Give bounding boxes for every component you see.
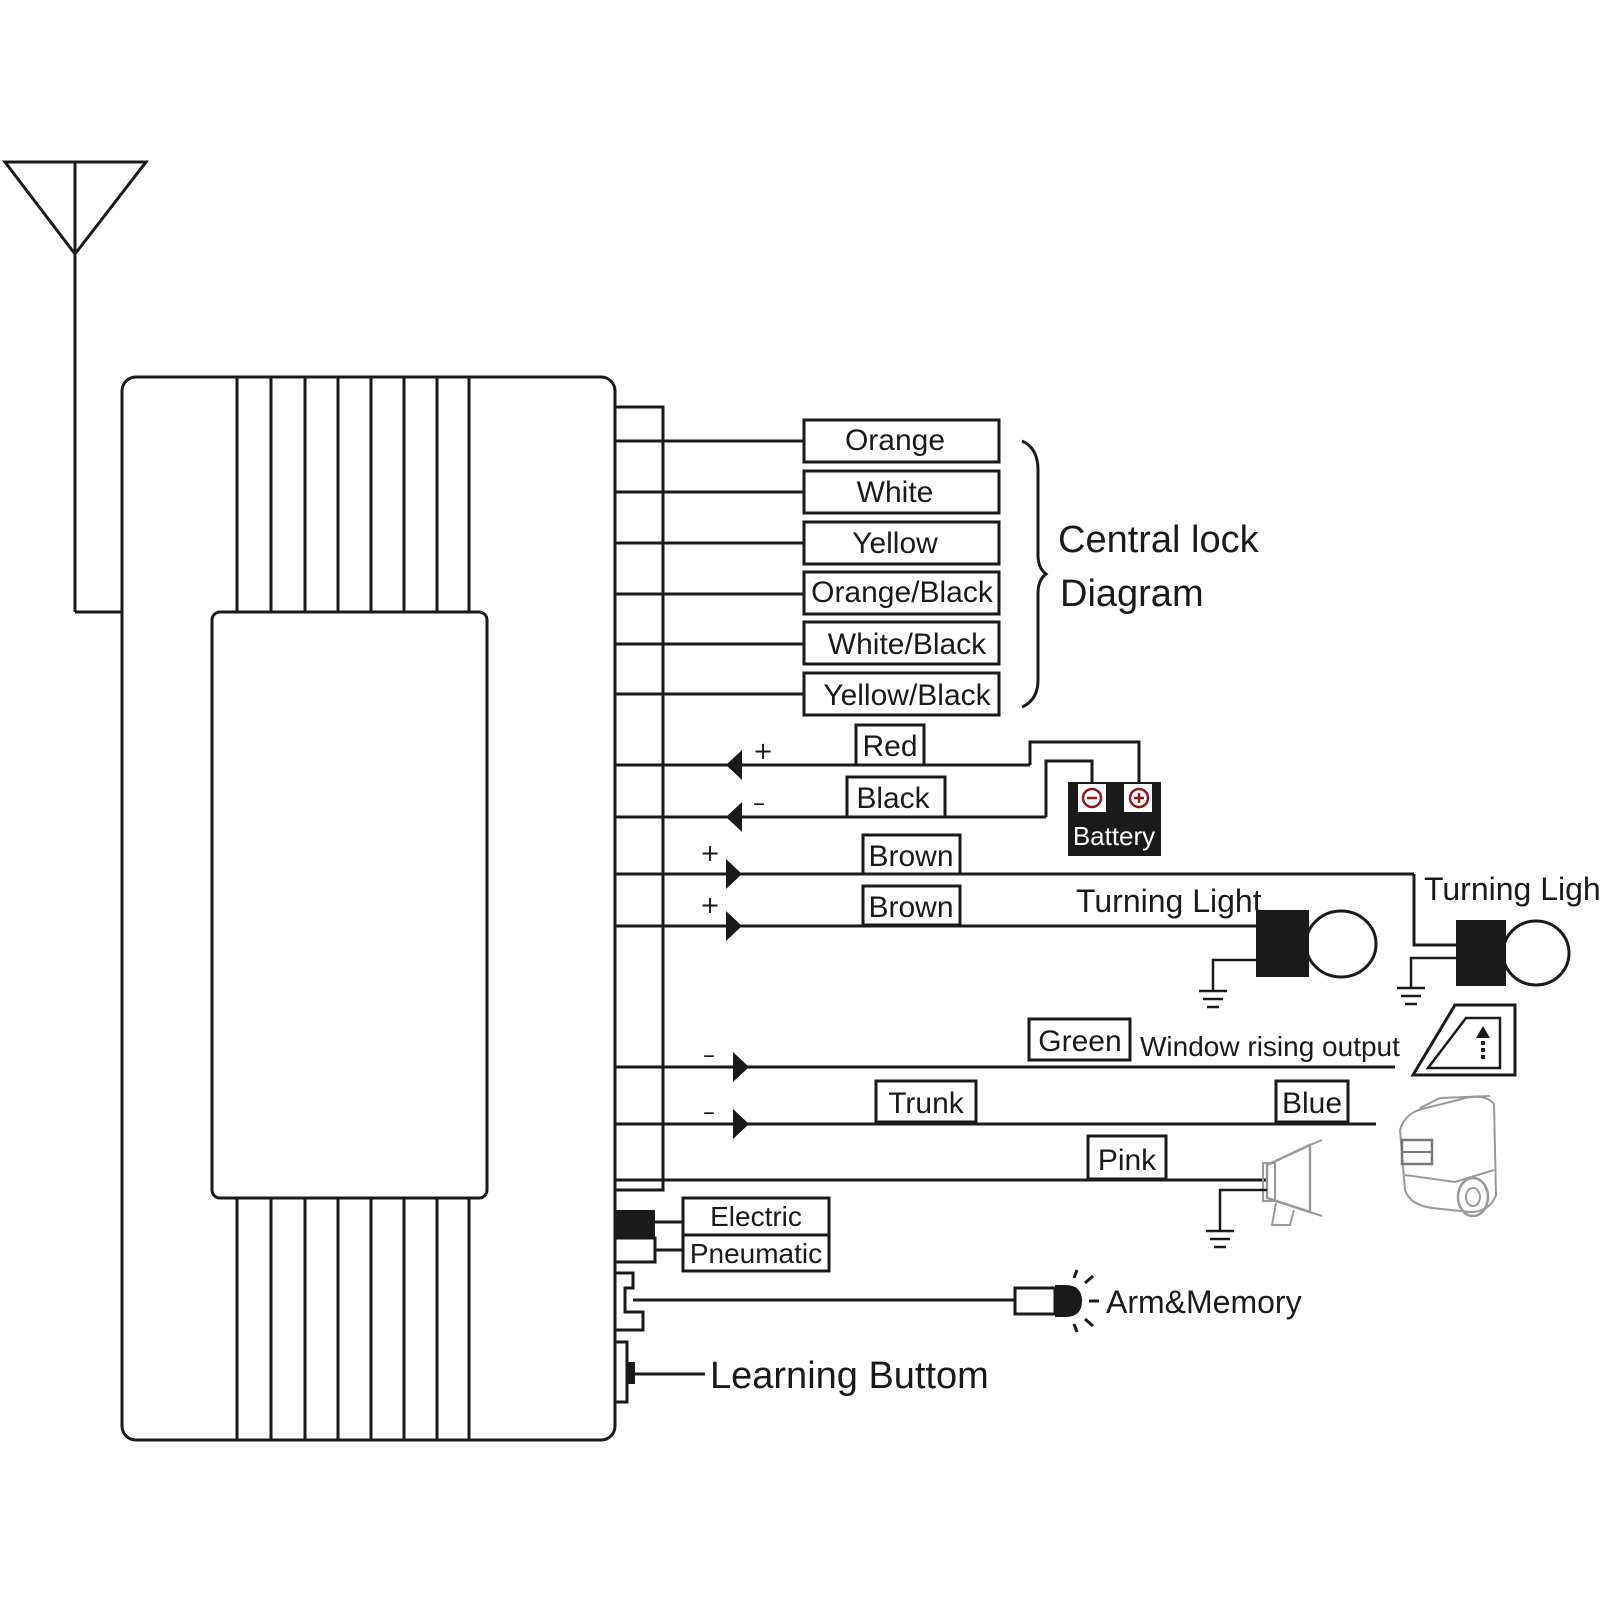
arrow-brown-2: [726, 911, 742, 941]
turning-light-icon-left: [1199, 909, 1378, 1009]
wire-label-yellow: Yellow: [852, 527, 938, 560]
arm-memory-label: Arm&Memory: [1106, 1284, 1302, 1320]
control-unit: [120, 375, 617, 1442]
wire-label-orange-black: Orange/Black: [811, 576, 994, 609]
wire-label-red: Red: [862, 730, 917, 763]
arm-memory-group: Arm&Memory: [615, 1269, 1302, 1333]
wire-label-brown-1: Brown: [868, 840, 953, 873]
siren-icon: [1206, 1139, 1323, 1249]
led-icon: [1013, 1269, 1099, 1333]
minus-sign-blue: –: [703, 1098, 715, 1126]
ground-icon: [1199, 989, 1227, 1009]
antenna-icon: [1, 160, 150, 614]
main-connector: [613, 405, 665, 1192]
arrow-brown-1: [726, 859, 742, 889]
arrow-blue: [733, 1109, 749, 1139]
central-lock-caption-2: Diagram: [1060, 573, 1204, 615]
wire-label-yellow-black: Yellow/Black: [823, 679, 991, 712]
wire-label-black: Black: [856, 782, 930, 815]
arrow-green: [733, 1052, 749, 1082]
wire-label-white-black: White/Black: [828, 628, 987, 661]
bracket: [1021, 439, 1049, 709]
plus-sign-brown-1: +: [700, 839, 720, 867]
window-icon: [1410, 1003, 1517, 1077]
trunk-label: Trunk: [888, 1087, 965, 1120]
turning-light-label-right: Turning Light: [1424, 871, 1600, 907]
lock-type-selector: Electric Pneumatic: [613, 1196, 831, 1273]
outputs-group: – – Green Window rising output Trunk Blu…: [663, 1003, 1517, 1249]
wire-label-brown-2: Brown: [868, 891, 953, 924]
arrow-red: [726, 750, 742, 780]
turning-light-group: + + Brown Brown Turning Light Turning Li…: [663, 833, 1600, 1009]
ground-icon: [1206, 1229, 1234, 1249]
plus-sign-brown-2: +: [700, 891, 720, 919]
central-lock-caption-1: Central lock: [1058, 519, 1260, 561]
wire-label-green: Green: [1038, 1025, 1121, 1058]
battery-label: Battery: [1073, 821, 1155, 851]
battery-icon: Battery: [1068, 782, 1161, 856]
turning-light-icon-right: [1397, 874, 1571, 1006]
pneumatic-label: Pneumatic: [690, 1238, 822, 1269]
power-group: + – Red Black Battery: [663, 723, 1161, 856]
wire-label-blue: Blue: [1282, 1087, 1342, 1120]
electric-label: Electric: [710, 1201, 802, 1232]
arrow-black: [726, 802, 742, 832]
car-icon: [1398, 1095, 1498, 1218]
learning-button-label: Learning Buttom: [710, 1355, 989, 1397]
turning-light-label-left: Turning Light: [1076, 883, 1262, 919]
window-rising-label: Window rising output: [1140, 1031, 1400, 1062]
plus-sign: +: [753, 737, 773, 765]
ground-icon: [1397, 986, 1425, 1006]
minus-sign-green: –: [703, 1041, 715, 1069]
wire-label-pink: Pink: [1098, 1144, 1157, 1177]
learning-button-group: Learning Buttom: [613, 1340, 989, 1404]
central-lock-group: Orange White Yellow Orange/Black White/B…: [663, 418, 1260, 717]
minus-sign: –: [753, 789, 765, 817]
wire-label-white: White: [857, 476, 934, 509]
wire-label-orange: Orange: [845, 424, 945, 457]
